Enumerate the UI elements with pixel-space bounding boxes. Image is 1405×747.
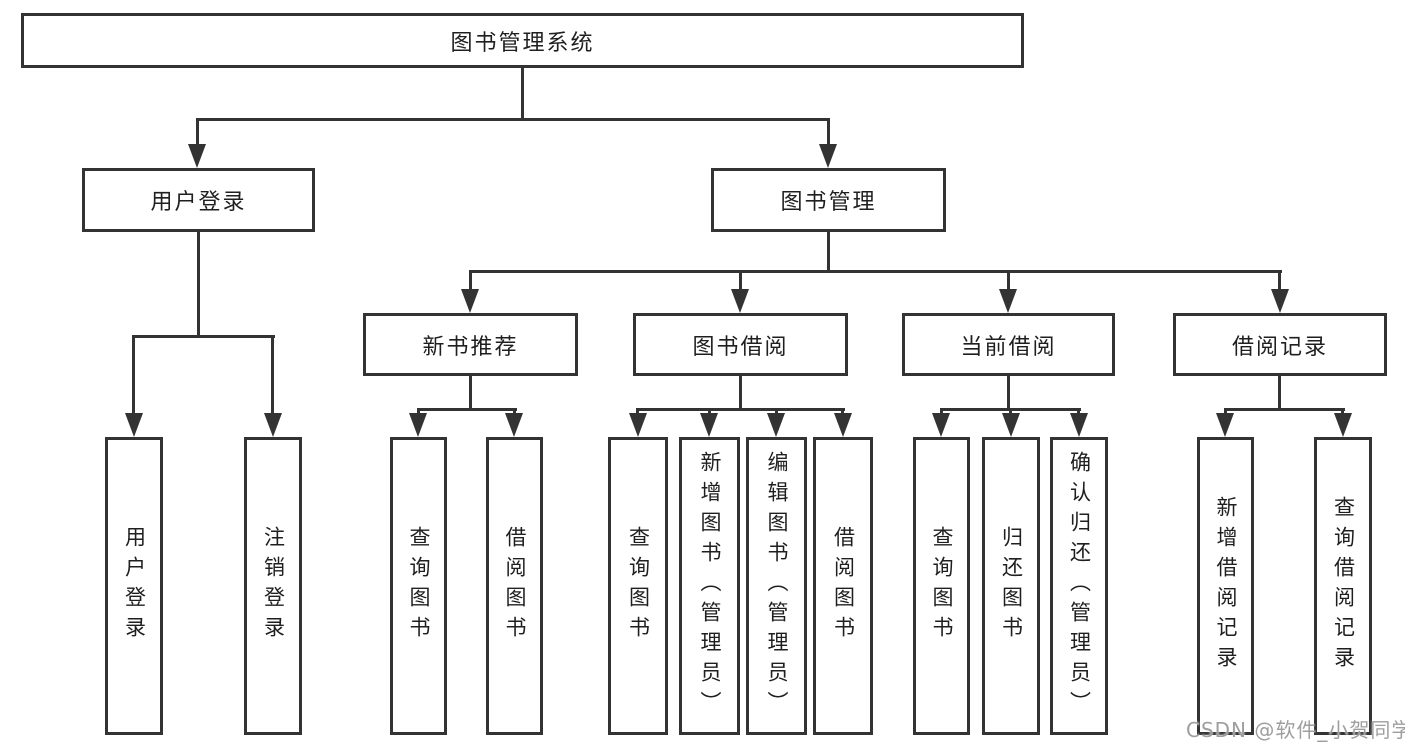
node-book-management: 图书管理: [711, 168, 946, 232]
node-library-management-system: 图书管理系统: [21, 13, 1024, 68]
node-query-books-under-current: 查询图书: [913, 437, 970, 735]
node-label: 查询借阅记录: [1331, 496, 1356, 676]
connector-line: [708, 408, 711, 416]
connector-line: [1007, 376, 1010, 410]
connector-line: [417, 408, 420, 416]
node-borrow-books-under-borrow: 借阅图书: [813, 437, 873, 735]
connector-line: [196, 118, 830, 121]
node-return-books: 归还图书: [982, 437, 1040, 735]
node-logout-action: 注销登录: [244, 437, 302, 735]
connector-line: [1224, 408, 1345, 411]
connector-line: [132, 335, 135, 415]
arrowhead-down: [999, 289, 1017, 313]
watermark-text: CSDN @软件_小贺同学: [1186, 718, 1405, 742]
node-borrow-records: 借阅记录: [1173, 313, 1387, 376]
node-label: 注销登录: [261, 526, 286, 646]
node-label: 用户登录: [122, 526, 147, 646]
connector-line: [636, 408, 639, 416]
node-add-books-admin: 新增图书（管理员）: [679, 437, 740, 735]
connector-line: [469, 270, 472, 292]
node-query-books-under-recommend: 查询图书: [390, 437, 447, 735]
arrowhead-down: [834, 413, 852, 437]
node-label: 查询图书: [930, 526, 954, 646]
connector-line: [1007, 270, 1010, 292]
arrowhead-down: [1002, 413, 1020, 437]
node-label: 确认归还（管理员）: [1067, 451, 1092, 721]
arrowhead-down: [1216, 413, 1234, 437]
node-user-login-action: 用户登录: [105, 437, 163, 735]
connector-line: [132, 335, 275, 338]
node-query-borrow-record: 查询借阅记录: [1314, 437, 1372, 735]
node-label: 编辑图书（管理员）: [765, 451, 789, 721]
connector-line: [271, 335, 274, 415]
connector-line: [636, 408, 845, 411]
connector-line: [775, 408, 778, 416]
node-add-borrow-record: 新增借阅记录: [1197, 437, 1254, 735]
node-label: 新书推荐: [422, 334, 519, 360]
node-current-borrow: 当前借阅: [902, 313, 1115, 376]
node-label: 新增图书（管理员）: [698, 451, 722, 721]
connector-line: [513, 408, 516, 416]
node-label: 借阅图书: [831, 526, 856, 646]
arrowhead-down: [188, 144, 206, 168]
node-confirm-return-admin: 确认归还（管理员）: [1050, 437, 1108, 735]
node-label: 当前借阅: [960, 334, 1057, 360]
connector-line: [1224, 408, 1227, 416]
node-label: 图书管理系统: [450, 30, 595, 56]
connector-line: [827, 232, 830, 273]
connector-line: [197, 232, 200, 338]
node-label: 图书借阅: [692, 334, 789, 360]
connector-line: [940, 408, 943, 416]
node-label: 借阅记录: [1231, 334, 1328, 360]
connector-line: [827, 118, 830, 146]
node-label: 新增借阅记录: [1214, 496, 1238, 676]
arrowhead-down: [932, 413, 950, 437]
node-label: 查询图书: [626, 526, 651, 646]
connector-line: [1341, 408, 1344, 416]
connector-line: [1009, 408, 1012, 416]
connector-line: [417, 408, 517, 411]
connector-line: [1077, 408, 1080, 416]
arrowhead-down: [461, 289, 479, 313]
node-user-login: 用户登录: [82, 168, 315, 232]
arrowhead-down: [731, 289, 749, 313]
node-label: 图书管理: [780, 190, 877, 215]
node-label: 查询图书: [407, 526, 431, 646]
connector-line: [1278, 270, 1281, 292]
arrowhead-down: [1070, 413, 1088, 437]
connector-line: [469, 376, 472, 410]
arrowhead-down: [700, 413, 718, 437]
node-new-book-recommend: 新书推荐: [363, 313, 578, 376]
node-edit-books-admin: 编辑图书（管理员）: [746, 437, 807, 735]
arrowhead-down: [505, 413, 523, 437]
connector-line: [196, 118, 199, 146]
connector-line: [739, 270, 742, 292]
connector-line: [521, 66, 524, 118]
arrowhead-down: [767, 413, 785, 437]
node-query-books-under-borrow: 查询图书: [608, 437, 668, 735]
node-book-borrow: 图书借阅: [633, 313, 848, 376]
connector-line: [469, 270, 1282, 273]
arrowhead-down: [409, 413, 427, 437]
arrowhead-down: [1271, 289, 1289, 313]
arrowhead-down: [125, 413, 143, 437]
arrowhead-down: [264, 413, 282, 437]
node-label: 用户登录: [150, 190, 247, 215]
node-label: 归还图书: [999, 526, 1024, 646]
arrowhead-down: [819, 144, 837, 168]
arrowhead-down: [1334, 413, 1352, 437]
node-borrow-books-under-recommend: 借阅图书: [486, 437, 543, 735]
connector-line: [739, 376, 742, 410]
arrowhead-down: [629, 413, 647, 437]
node-label: 借阅图书: [503, 526, 527, 646]
connector-line: [1278, 376, 1281, 410]
connector-line: [841, 408, 844, 416]
